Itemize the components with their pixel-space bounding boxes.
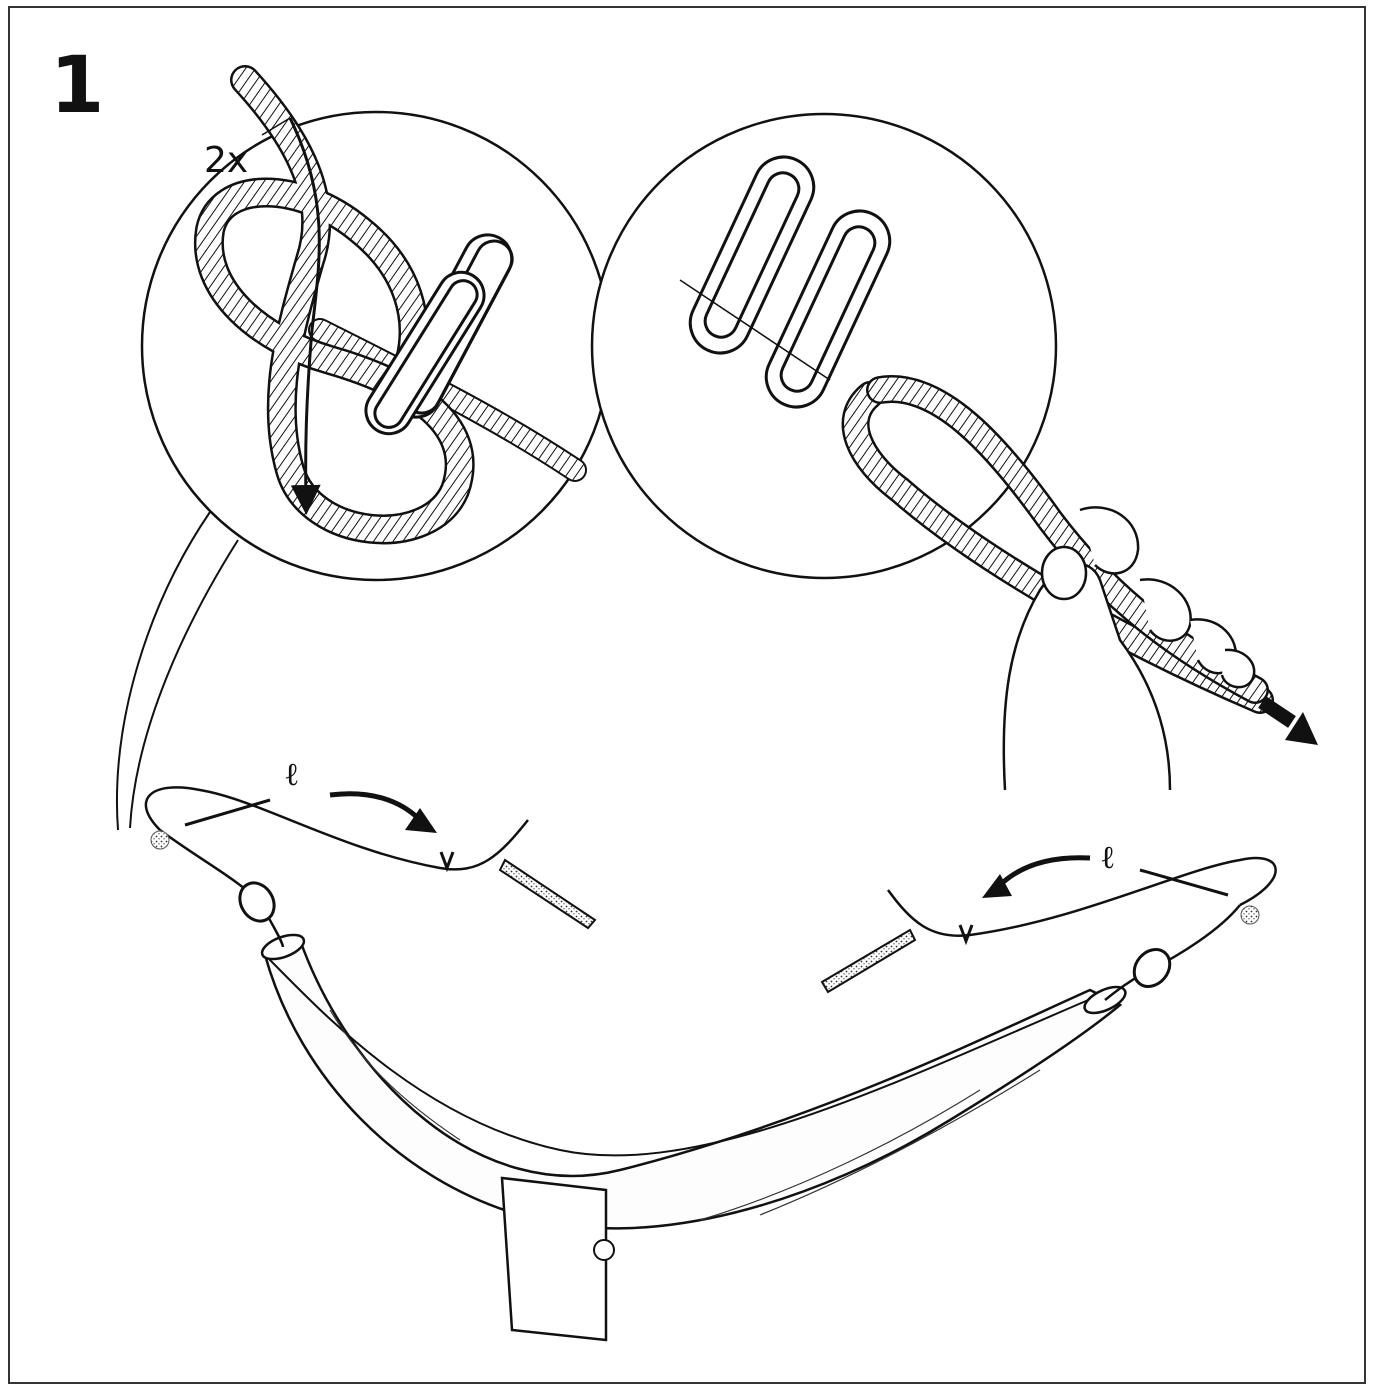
- storage-pouch: [500, 1176, 608, 1342]
- right-suspension: ℓ: [820, 838, 1277, 1001]
- strap-end: [820, 928, 917, 994]
- arrow-icon: [288, 117, 321, 515]
- s-hook-icon: [364, 233, 514, 436]
- callout-line: [116, 511, 211, 831]
- arrow-icon: [405, 808, 437, 833]
- page-frame: [8, 6, 1366, 1384]
- hammock-icon: [260, 933, 1127, 1342]
- arrow-icon: [329, 791, 422, 822]
- repeat-label: 2x: [204, 140, 248, 181]
- rope-knot-icon: [193, 65, 587, 545]
- s-hook-icon: ℓ: [1100, 838, 1115, 876]
- link-detail-circle: [590, 112, 1318, 791]
- left-suspension: ℓ: [144, 755, 597, 948]
- s-hook-icon: ℓ: [284, 755, 299, 793]
- rope-coil-icon: [841, 375, 1274, 714]
- s-hook-icon: [679, 155, 892, 409]
- label-leader: [261, 117, 291, 136]
- buckle-icon: [238, 881, 276, 923]
- rope-knot-icon: [1240, 905, 1260, 925]
- callout-line: [129, 539, 239, 829]
- knot-detail-circle: 2x: [116, 65, 612, 831]
- s-hook-icon: [439, 851, 455, 873]
- move-line: [184, 798, 271, 827]
- hand-icon: [1002, 506, 1256, 791]
- arrow-icon: [998, 855, 1091, 887]
- arrow-icon: [982, 874, 1012, 898]
- buckle-icon: [1132, 948, 1172, 988]
- arrow-icon: [1258, 696, 1296, 728]
- buckle-icon: [593, 1239, 615, 1261]
- strap-end: [498, 858, 597, 930]
- step-number: 1: [50, 41, 104, 131]
- move-line: [1139, 868, 1229, 897]
- s-hook-icon: [958, 924, 974, 946]
- rope-knot-icon: [150, 830, 170, 850]
- arrow-icon: [1285, 712, 1318, 745]
